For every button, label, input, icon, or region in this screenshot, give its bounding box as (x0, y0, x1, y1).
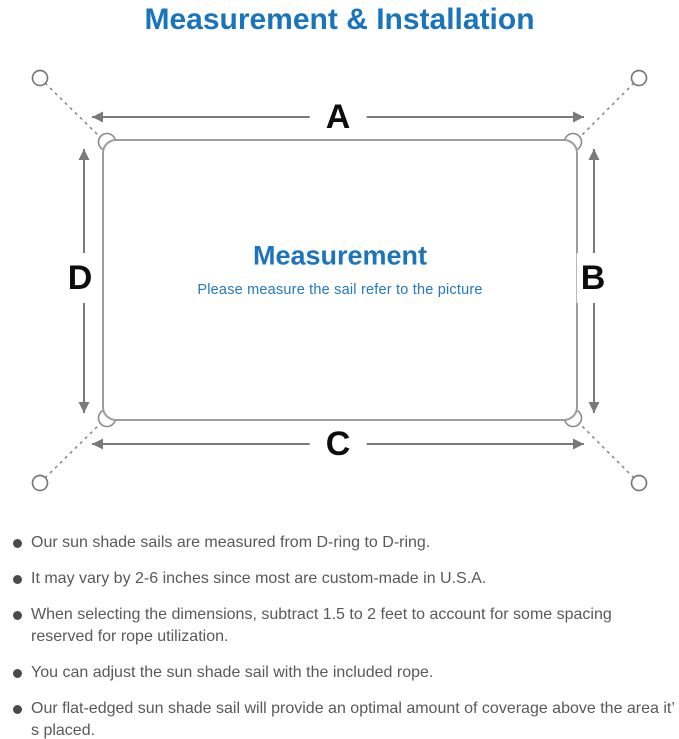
bullet-icon (13, 668, 22, 678)
note-text: You can adjust the sun shade sail with t… (31, 664, 434, 681)
bullet-icon (13, 538, 22, 548)
diagram-center-subtitle: Please measure the sail refer to the pic… (197, 282, 483, 298)
dimension-label-b: B (576, 253, 610, 303)
bullet-icon (13, 574, 22, 584)
list-item: Our sun shade sails are measured from D-… (13, 532, 679, 554)
dimension-label-a: A (309, 98, 367, 136)
sail-outline (102, 139, 578, 421)
anchor-ring-icon-top-right (630, 69, 648, 87)
note-text: It may vary by 2-6 inches since most are… (31, 570, 487, 587)
note-text: Our sun shade sails are measured from D-… (31, 534, 431, 551)
anchor-ring-icon-bottom-left (31, 474, 49, 492)
notes-list: Our sun shade sails are measured from D-… (13, 532, 679, 739)
rope-dashed-lines (44, 82, 635, 479)
page-title: Measurement & Installation (144, 3, 535, 36)
anchor-ring-icon-top-left (31, 69, 49, 87)
anchor-ring-icon-bottom-right (630, 474, 648, 492)
dimension-label-c: C (309, 425, 367, 463)
anchor-ring-icons (31, 69, 648, 492)
note-text: Our flat-edged sun shade sail will provi… (31, 700, 675, 739)
diagram-center-title: Measurement (252, 240, 428, 271)
note-text: When selecting the dimensions, subtract … (31, 606, 612, 645)
list-item: You can adjust the sun shade sail with t… (13, 662, 679, 684)
bullet-icon (13, 704, 22, 714)
list-item: It may vary by 2-6 inches since most are… (13, 568, 679, 590)
list-item: When selecting the dimensions, subtract … (13, 604, 679, 648)
measurement-diagram: A B C D Measurement Please measure the s… (0, 60, 679, 520)
dimension-label-d: D (63, 253, 97, 303)
bullet-icon (13, 610, 22, 620)
list-item: Our flat-edged sun shade sail will provi… (13, 698, 679, 739)
